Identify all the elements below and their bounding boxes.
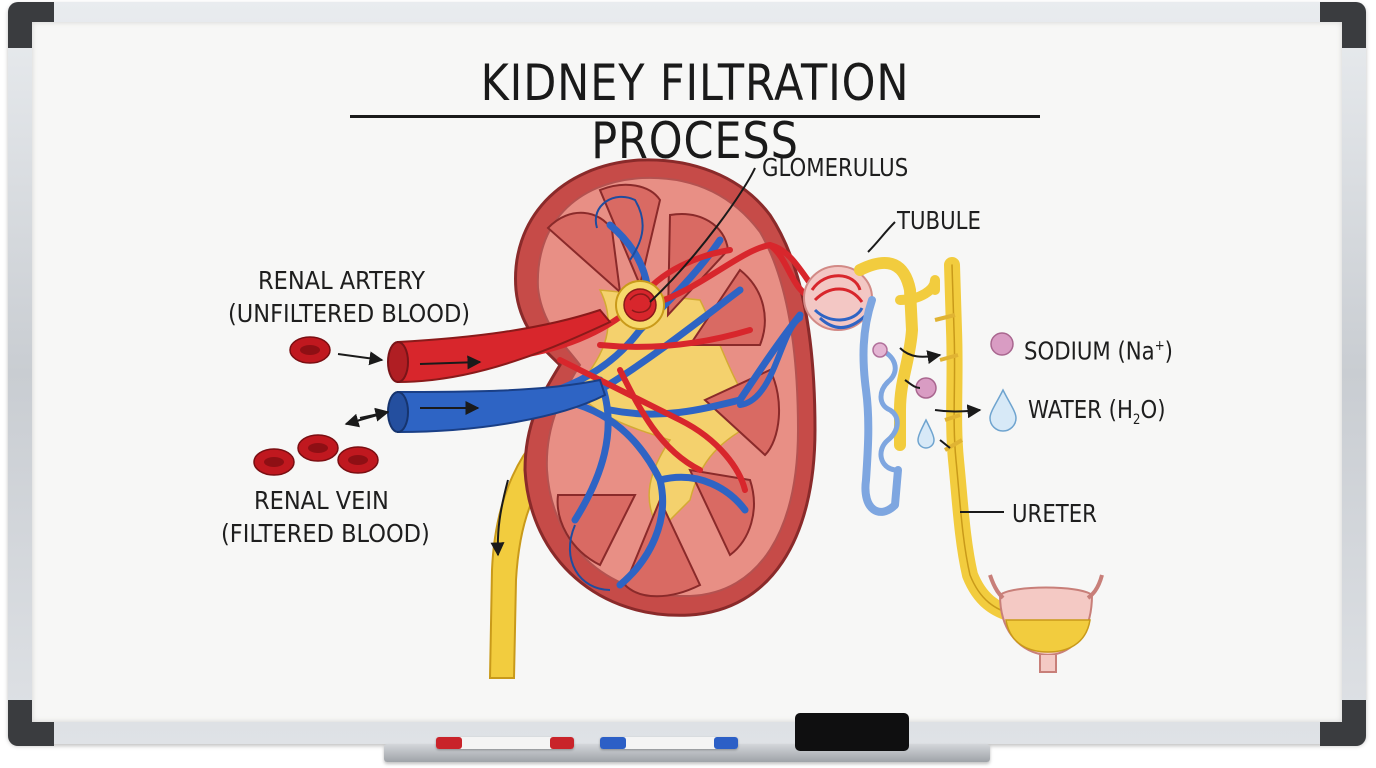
whiteboard-eraser[interactable] xyxy=(795,713,909,751)
legend-sodium-charge: + xyxy=(1154,338,1165,354)
red-blood-cell-icon xyxy=(253,448,295,476)
water-legend-icon xyxy=(989,388,1017,432)
title-underline xyxy=(350,115,1040,118)
renal-pyramid xyxy=(598,183,662,289)
legend-water-tail: O) xyxy=(1140,395,1166,424)
red-blood-cell-icon xyxy=(289,336,331,364)
renal-vein xyxy=(397,378,607,434)
tubule-label: TUBULE xyxy=(897,206,981,235)
bladder xyxy=(988,574,1104,673)
legend-item-sodium: SODIUM (Na+) xyxy=(1024,330,1173,367)
legend-item-water: WATER (H2O) xyxy=(1028,394,1166,436)
legend-sodium-label: SODIUM (Na xyxy=(1024,336,1155,366)
glomerulus-structure xyxy=(615,280,665,330)
legend-water-label: WATER (H xyxy=(1028,395,1133,424)
tubule xyxy=(854,256,918,451)
red-blood-cell-icon xyxy=(337,446,379,474)
renal-artery xyxy=(397,308,612,384)
glomerulus-label: GLOMERULUS xyxy=(762,153,909,182)
red-marker[interactable] xyxy=(436,737,574,749)
renal-artery-sublabel: (UNFILTERED BLOOD) xyxy=(228,299,471,328)
legend-sodium-tail: ) xyxy=(1164,336,1173,366)
renal-vein-sublabel: (FILTERED BLOOD) xyxy=(221,519,430,548)
sodium-ion-icon xyxy=(872,342,888,358)
bowmans-capsule xyxy=(803,265,873,331)
renal-vein-label: RENAL VEIN xyxy=(254,486,389,515)
renal-artery-label: RENAL ARTERY xyxy=(258,266,426,295)
red-blood-cell-icon xyxy=(297,434,339,462)
water-drop-icon xyxy=(917,418,935,449)
ureter-label: URETER xyxy=(1012,499,1097,528)
renal-pyramid xyxy=(688,268,766,346)
blue-marker[interactable] xyxy=(600,737,738,749)
legend-water-subscript: 2 xyxy=(1132,412,1141,428)
sodium-legend-icon xyxy=(990,332,1014,356)
renal-pyramid xyxy=(688,468,755,557)
